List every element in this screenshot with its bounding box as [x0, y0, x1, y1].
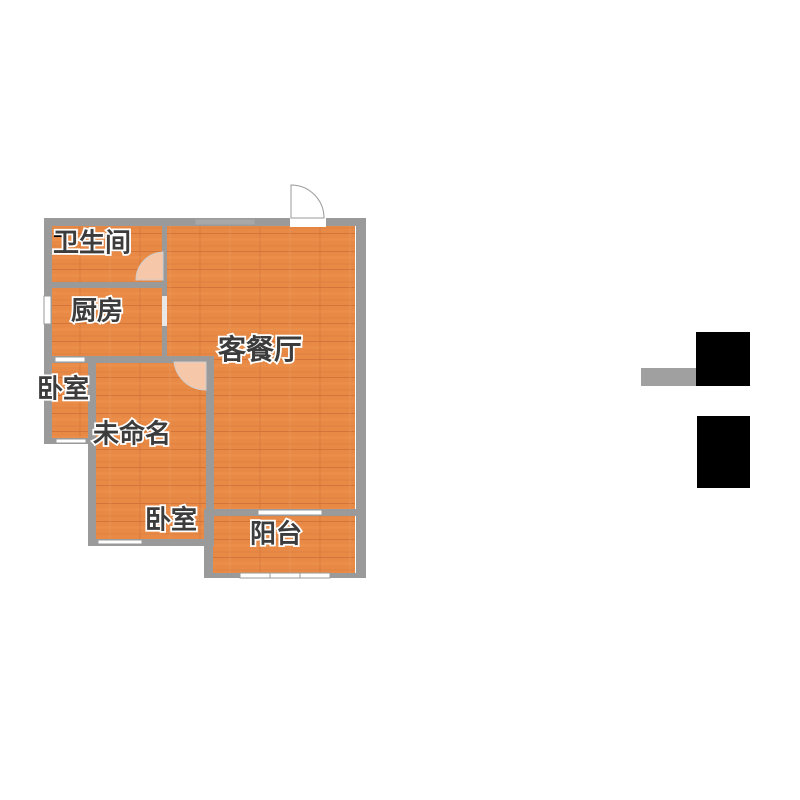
floor-bedroom-bottom [150, 478, 208, 540]
entrance-door-opening [290, 217, 326, 227]
floor-bedroom-left [52, 362, 92, 438]
window-bedroom-left [54, 356, 86, 363]
label-unnamed: 未命名 [93, 419, 171, 450]
window-bedroom-left-bottom [55, 438, 87, 444]
unnamed-door-swing [173, 361, 207, 391]
doors [54, 184, 326, 391]
floor-kitchen [52, 288, 165, 356]
windows [43, 218, 331, 579]
black-block-bottom [697, 416, 750, 488]
window-balcony-bottom-2 [269, 572, 301, 579]
wall-bath-kitchen [52, 282, 165, 288]
black-block-top [696, 332, 750, 386]
wall-bedroom-unnamed [88, 362, 96, 544]
bathroom-door-swing [135, 251, 164, 281]
wall-unnamed-bottom [88, 539, 210, 546]
label-living-dining: 客餐厅 [218, 333, 302, 366]
floors [52, 226, 355, 573]
wall-kitchen-living [162, 226, 167, 360]
window-balcony-bottom-1 [239, 572, 271, 579]
label-kitchen: 厨房 [71, 297, 123, 327]
room-labels: 卫生间 厨房 客餐厅 卧室 未命名 卧室 阳台 [35, 227, 304, 552]
window-top [194, 218, 256, 226]
window-balcony-top [257, 509, 323, 516]
entrance-door-swing [290, 184, 325, 219]
window-kitchen [43, 295, 52, 325]
label-bedroom-left: 卧室 [37, 374, 89, 405]
wall-kitchen-bedroom [52, 356, 212, 363]
window-unnamed-bottom [97, 539, 143, 545]
wall-balcony-left [204, 509, 213, 577]
floor-balcony [213, 516, 355, 573]
label-balcony: 阳台 [250, 519, 302, 550]
wall-unnamed-living [206, 356, 214, 546]
label-bathroom: 卫生间 [53, 229, 131, 259]
wall-left-upper [44, 218, 52, 444]
label-bedroom-bottom: 卧室 [145, 505, 197, 536]
wall-right [356, 218, 366, 576]
window-balcony-bottom-3 [299, 572, 331, 579]
bathroom-fixture-icon [54, 229, 64, 237]
side-objects [641, 332, 750, 488]
gray-bar-swatch [641, 368, 697, 386]
kitchen-door-opening [162, 296, 167, 326]
